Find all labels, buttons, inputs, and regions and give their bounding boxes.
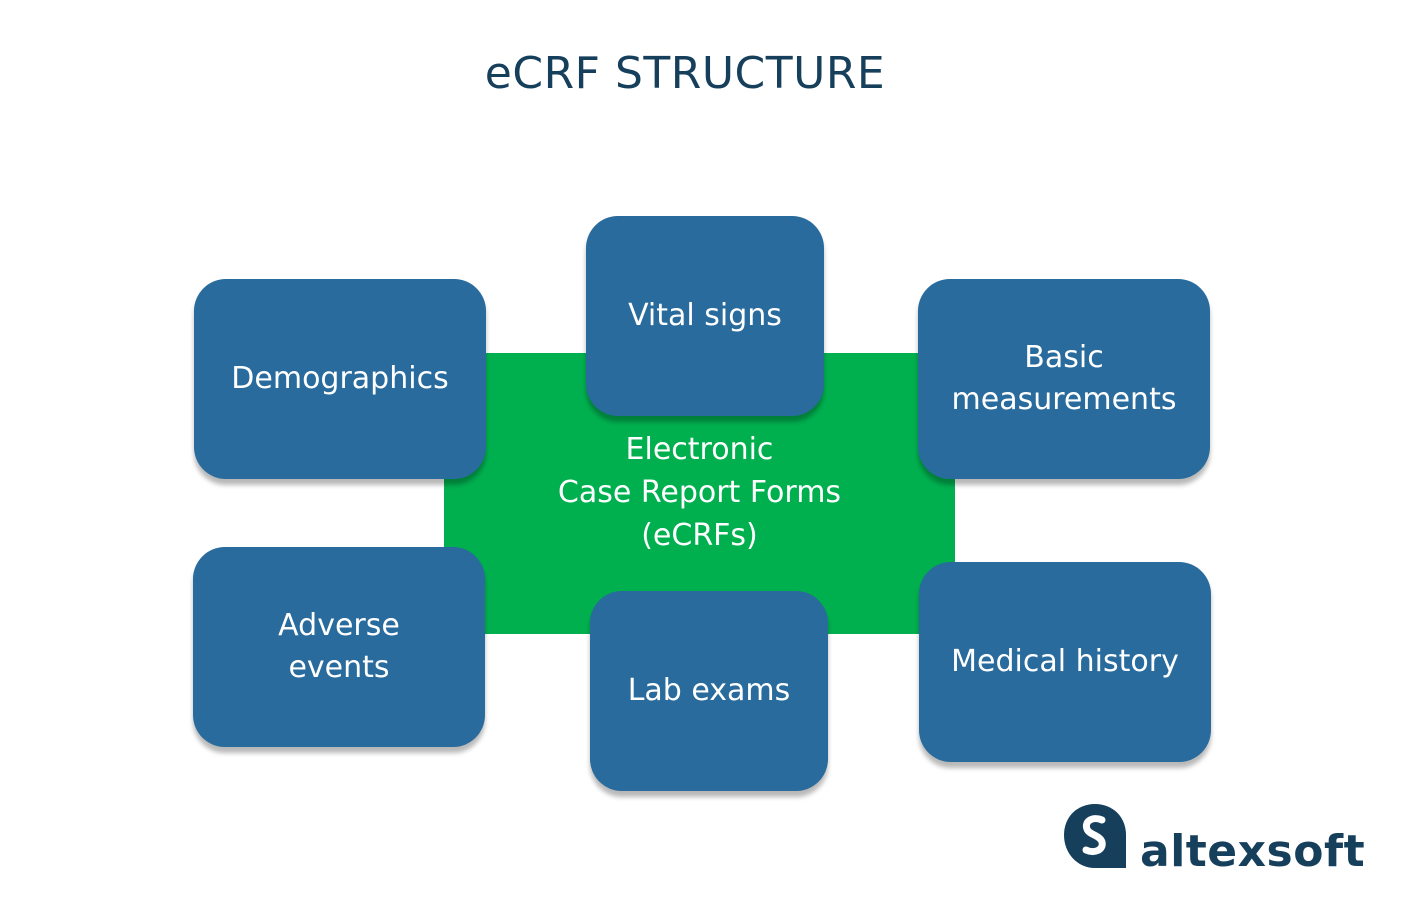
node-medical-history: Medical history xyxy=(919,562,1211,762)
node-label-line: measurements xyxy=(951,382,1177,417)
center-label-line: (eCRFs) xyxy=(641,518,758,553)
altexsoft-logo-text: altexsoft xyxy=(1140,826,1366,877)
node-label: Demographics xyxy=(221,358,458,400)
node-label-line: Vital signs xyxy=(628,298,782,333)
altexsoft-logo-icon xyxy=(1064,804,1126,868)
page-title: eCRF STRUCTURE xyxy=(484,48,886,99)
node-demographics: Demographics xyxy=(194,279,486,479)
center-label-line: Electronic xyxy=(625,432,774,467)
node-label-line: Adverse xyxy=(278,608,400,643)
node-label: Basic measurements xyxy=(942,337,1187,421)
node-label-line: Medical history xyxy=(951,644,1179,679)
node-label: Adverse events xyxy=(268,605,410,689)
center-ecrf-label: Electronic Case Report Forms (eCRFs) xyxy=(444,428,955,557)
node-label-line: Lab exams xyxy=(627,673,791,708)
node-label: Vital signs xyxy=(618,295,792,337)
node-label-line: Demographics xyxy=(231,361,449,396)
node-adverse-events: Adverse events xyxy=(193,547,485,747)
node-label: Lab exams xyxy=(618,670,801,712)
node-lab-exams: Lab exams xyxy=(590,591,828,791)
node-label: Medical history xyxy=(941,641,1189,683)
altexsoft-logo: altexsoft xyxy=(1062,802,1366,882)
node-label-line: events xyxy=(288,650,390,685)
node-basic-measurements: Basic measurements xyxy=(918,279,1210,479)
center-label-line: Case Report Forms xyxy=(557,475,842,510)
node-vital-signs: Vital signs xyxy=(586,216,824,416)
node-label-line: Basic xyxy=(1024,340,1104,375)
